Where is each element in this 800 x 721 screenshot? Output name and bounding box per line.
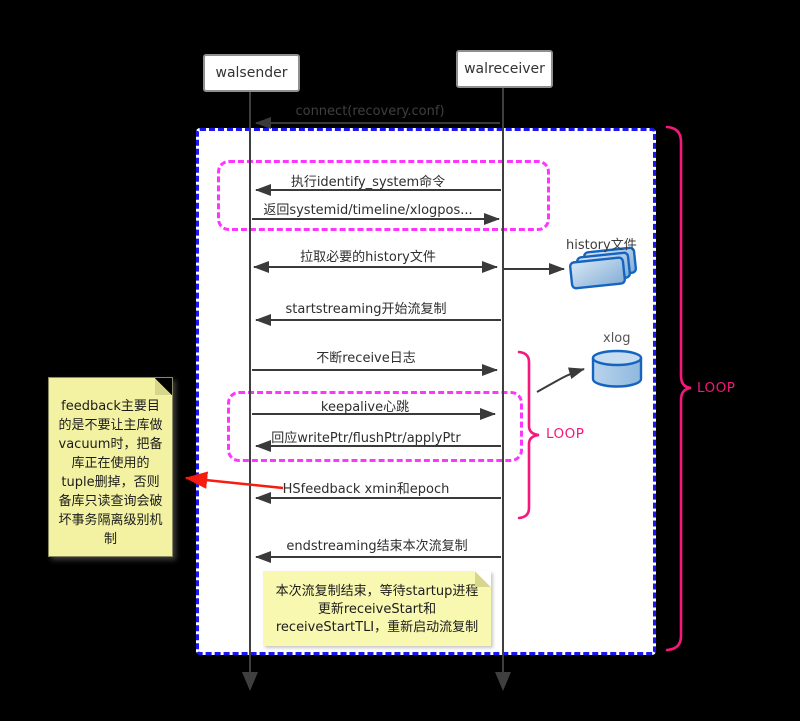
note-text-line: 制 bbox=[103, 532, 117, 547]
history-file-label: history文件 bbox=[566, 238, 637, 253]
identify-system-fragment bbox=[217, 160, 550, 231]
keepalive-label: keepalive心跳 bbox=[320, 400, 410, 415]
feedback-note: feedback主要目 的是不要让主库做 vacuum时，把备 库正在使用的 t… bbox=[48, 377, 173, 557]
xlog-database-icon bbox=[591, 349, 643, 388]
actor-walsender-label: walsender bbox=[215, 65, 288, 81]
walreceiver-lifeline-arrowhead bbox=[495, 672, 511, 691]
inner-loop-label: LOOP bbox=[546, 426, 585, 442]
note-text-line: 库正在使用的 bbox=[71, 456, 150, 471]
note-text-line: vacuum时，把备 bbox=[58, 437, 163, 452]
actor-walreceiver: walreceiver bbox=[456, 50, 553, 88]
outer-loop-brace bbox=[665, 125, 692, 652]
hsfeedback-label: HSfeedback xmin和epoch bbox=[282, 482, 450, 497]
note-text-line: 备库只读查询会破 bbox=[58, 494, 163, 509]
keepalive-fragment bbox=[227, 391, 523, 462]
connect-label: connect(recovery.conf) bbox=[295, 104, 445, 119]
end-streaming-label: endstreaming结束本次流复制 bbox=[286, 539, 468, 554]
note-text-line: 本次流复制结束，等待startup进程 bbox=[275, 584, 479, 599]
identify-system-label: 执行identify_system命令 bbox=[290, 175, 446, 190]
feedback-annotation-arrow bbox=[184, 471, 284, 490]
reply-ptrs-label: 回应writePtr/flushPtr/applyPtr bbox=[271, 431, 461, 446]
return-systemid-label: 返回systemid/timeline/xlogpos... bbox=[263, 203, 473, 218]
note-text-line: 坏事务隔离级别机 bbox=[58, 513, 163, 528]
note-text-line: receiveStartTLI，重新启动流复制 bbox=[275, 620, 479, 635]
note-text-line: feedback主要目 bbox=[61, 399, 160, 414]
outer-loop-label: LOOP bbox=[697, 380, 736, 396]
note-text-line: tuple删掉，否则 bbox=[61, 475, 160, 490]
receive-logs-label: 不断receive日志 bbox=[316, 351, 416, 366]
actor-walreceiver-label: walreceiver bbox=[464, 61, 545, 77]
start-streaming-label: startstreaming开始流复制 bbox=[285, 302, 447, 317]
note-text-line: 更新receiveStart和 bbox=[317, 602, 437, 617]
note-fold-corner bbox=[475, 571, 491, 587]
inner-loop-brace bbox=[517, 350, 540, 520]
restart-note: 本次流复制结束，等待startup进程 更新receiveStart和 rece… bbox=[263, 571, 491, 646]
note-text-line: 的是不要让主库做 bbox=[58, 418, 163, 433]
pull-history-label: 拉取必要的history文件 bbox=[300, 250, 436, 265]
note-fold-corner bbox=[155, 378, 172, 395]
xlog-label: xlog bbox=[603, 331, 631, 346]
xlog-write-arrow bbox=[536, 367, 585, 393]
actor-walsender: walsender bbox=[203, 54, 300, 92]
walsender-lifeline-arrowhead bbox=[242, 672, 258, 691]
history-files-icon bbox=[568, 246, 638, 290]
